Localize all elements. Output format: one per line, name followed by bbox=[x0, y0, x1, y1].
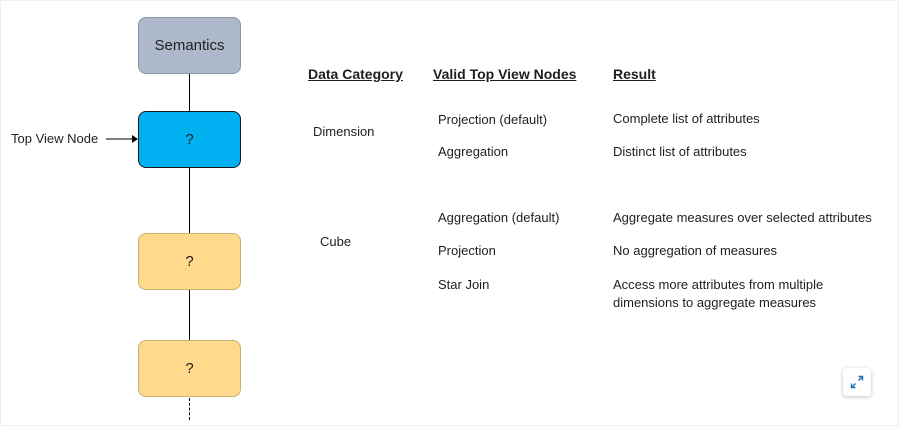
intermediate-node: ? bbox=[138, 233, 241, 290]
lower-node: ? bbox=[138, 340, 241, 397]
connector-semantics-top bbox=[189, 74, 190, 111]
top-view-node-label: ? bbox=[185, 131, 194, 148]
semantics-node: Semantics bbox=[138, 17, 241, 74]
node-option: Projection (default) bbox=[438, 112, 548, 127]
result-text-line2: dimensions to aggregate measures bbox=[613, 295, 817, 310]
intermediate-node-label: ? bbox=[185, 253, 194, 270]
connector-top-node2 bbox=[189, 168, 190, 233]
result-text: No aggregation of measures bbox=[613, 243, 778, 258]
header-valid-top-view-nodes: Valid Top View Nodes bbox=[433, 66, 577, 82]
node-option: Star Join bbox=[438, 277, 490, 292]
lower-node-label: ? bbox=[185, 360, 194, 377]
connector-node2-node3 bbox=[189, 290, 190, 340]
semantics-node-label: Semantics bbox=[154, 37, 225, 54]
node-option: Aggregation bbox=[438, 144, 509, 159]
result-text: Distinct list of attributes bbox=[613, 144, 747, 159]
header-result: Result bbox=[613, 66, 656, 82]
result-text: Complete list of attributes bbox=[613, 111, 760, 126]
top-view-node: ? bbox=[138, 111, 241, 168]
result-text-line1: Access more attributes from multiple bbox=[613, 277, 824, 292]
top-view-node-callout: Top View Node bbox=[11, 131, 99, 146]
result-text: Aggregate measures over selected attribu… bbox=[613, 210, 872, 225]
node-option: Aggregation (default) bbox=[438, 210, 560, 225]
node-option: Projection bbox=[438, 243, 496, 258]
arrow-right-icon bbox=[106, 135, 138, 143]
category-cube: Cube bbox=[320, 234, 352, 249]
category-dimension: Dimension bbox=[313, 124, 375, 139]
connector-dashed-continuation bbox=[189, 398, 190, 420]
header-data-category: Data Category bbox=[308, 66, 403, 82]
expand-icon bbox=[850, 375, 864, 389]
expand-button[interactable] bbox=[843, 368, 871, 396]
